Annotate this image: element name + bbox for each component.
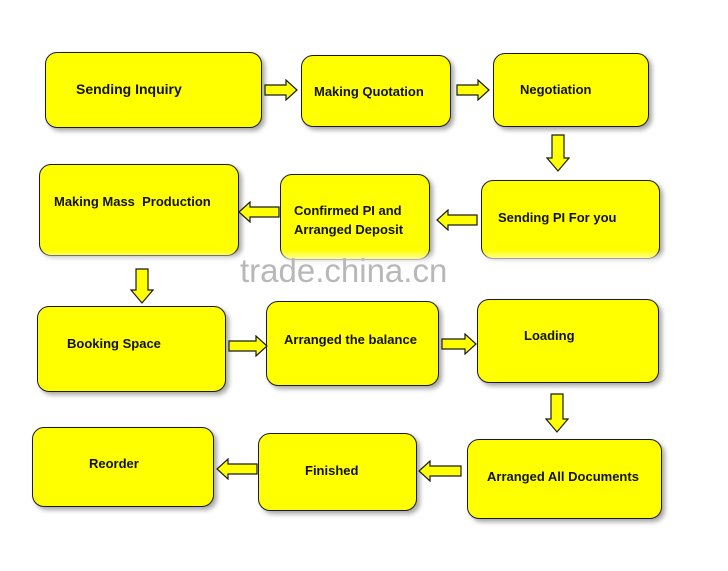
step-negotiation-box [493, 53, 649, 127]
step-making-quotation-box [301, 55, 451, 127]
arrow-down-icon [545, 393, 569, 433]
arrow-left-icon [418, 460, 462, 482]
step-booking-space-label: Booking Space [67, 336, 161, 351]
arrow-left-icon [238, 201, 280, 223]
watermark-text: trade.china.cn [240, 252, 448, 289]
step-making-quotation-label: Making Quotation [314, 84, 424, 99]
step-arranged-balance-label: Arranged the balance [284, 332, 417, 347]
step-negotiation-label: Negotiation [520, 82, 592, 97]
step-booking-space-box [37, 306, 226, 392]
step-reorder-label: Reorder [89, 456, 139, 471]
step-reorder-box [32, 427, 214, 507]
step-loading-box [477, 299, 659, 383]
arrow-left-icon [216, 458, 258, 480]
arrow-down-icon [546, 134, 570, 172]
step-mass-production-box [39, 164, 239, 256]
step-arranged-balance-box [266, 301, 439, 386]
watermark-band [0, 250, 728, 292]
arrow-right-icon [441, 333, 477, 355]
step-loading-label: Loading [524, 328, 575, 343]
step-arranged-documents-box [467, 439, 662, 519]
arrow-right-icon [456, 79, 490, 101]
step-confirmed-pi-label: Confirmed PI and Arranged Deposit [294, 203, 404, 237]
step-sending-pi-box [481, 180, 660, 259]
step-arranged-documents-label: Arranged All Documents [487, 469, 639, 484]
step-finished-box [258, 433, 417, 511]
step-sending-inquiry-box [45, 52, 262, 128]
arrow-left-icon [436, 209, 478, 231]
step-sending-inquiry-label: Sending Inquiry [76, 81, 182, 97]
step-sending-pi-label: Sending PI For you [498, 210, 617, 225]
arrow-down-icon [130, 268, 154, 304]
step-mass-production-label: Making Mass Production [54, 194, 211, 209]
step-confirmed-pi-box [280, 174, 430, 260]
arrow-right-icon [228, 335, 268, 357]
step-finished-label: Finished [305, 463, 359, 478]
arrow-right-icon [264, 79, 298, 101]
